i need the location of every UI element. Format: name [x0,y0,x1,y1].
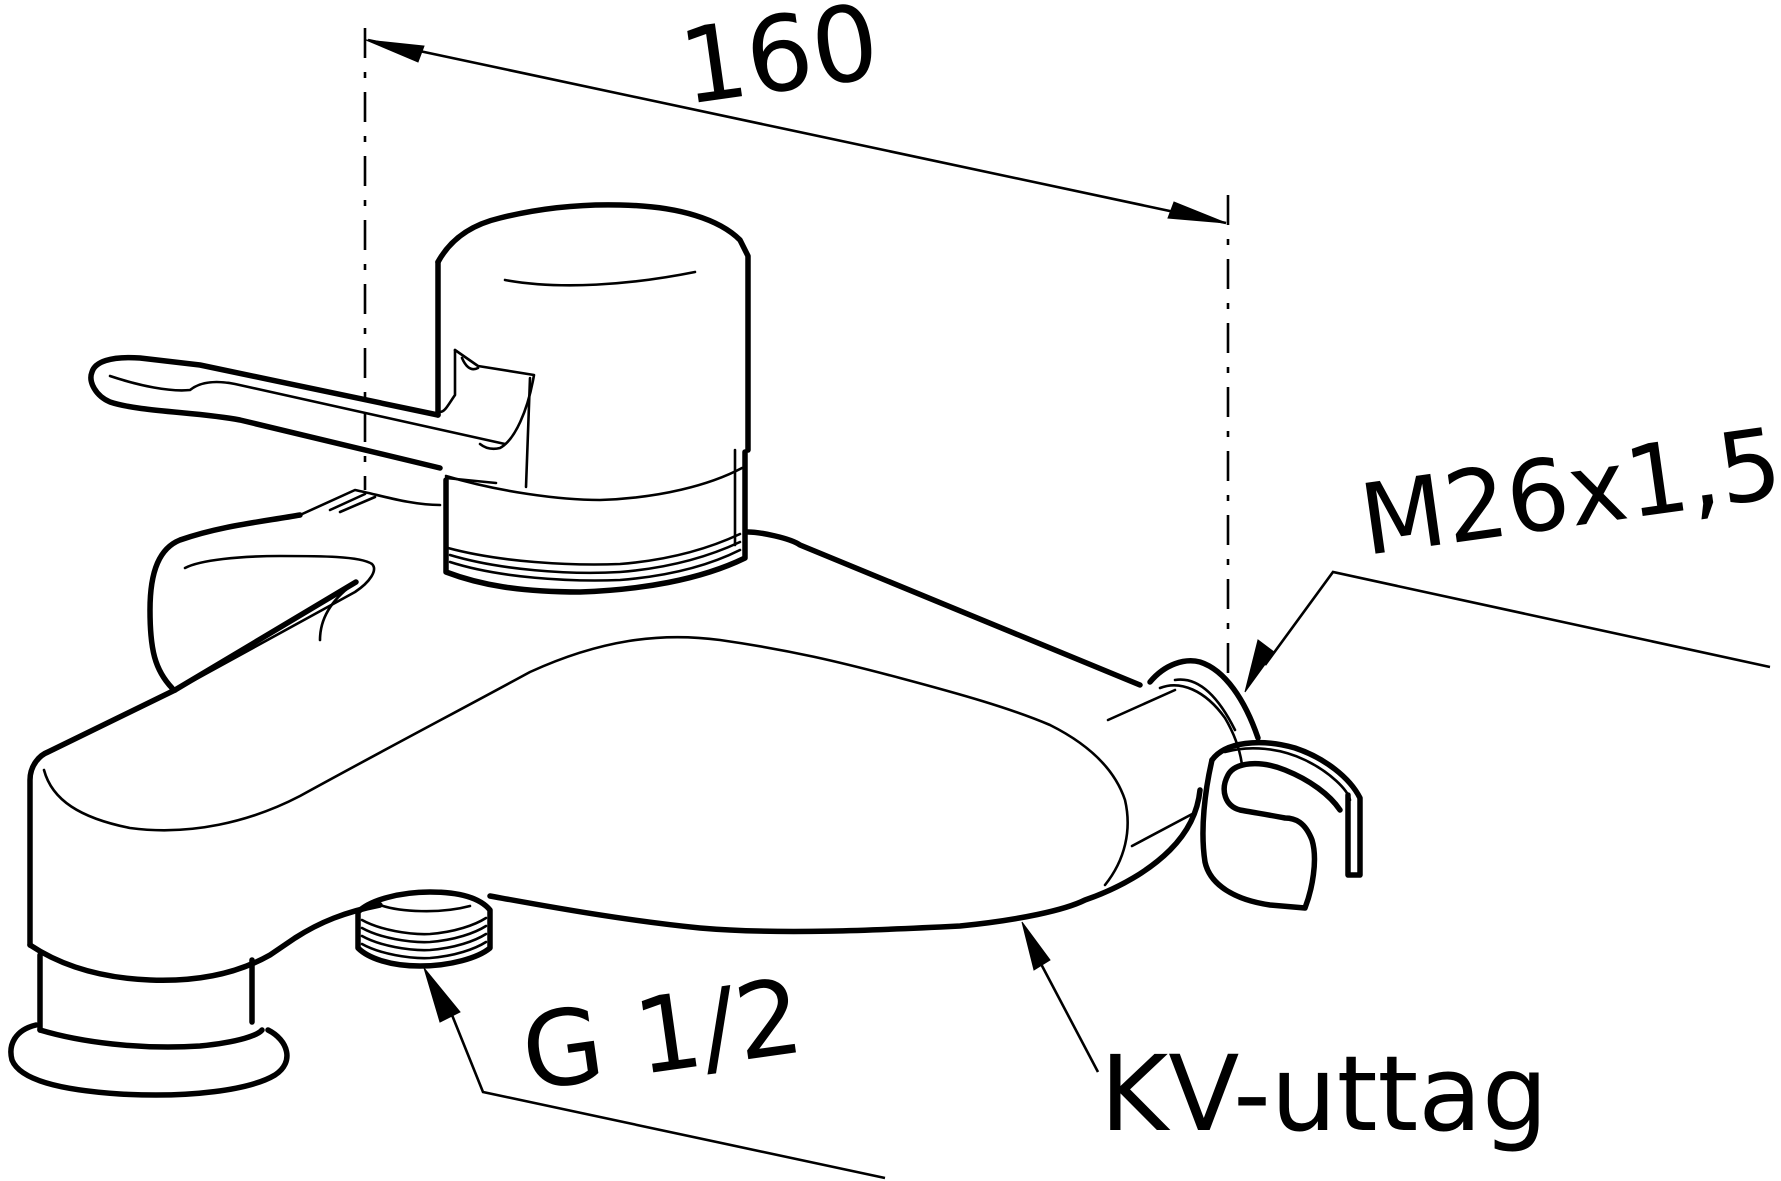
leader-g12 [423,967,886,1180]
dimension-160-label: 160 [673,0,887,129]
inlet-thread [355,889,493,969]
leader-m26 [1244,570,1771,693]
thread-outlet-label: M26x1,5 [1353,407,1781,579]
leader-kv [1021,921,1100,1073]
inlet-thread-label: G 1/2 [515,955,810,1115]
lever-handle [88,348,536,517]
dimension-160 [365,38,1227,225]
faucet-body [8,512,1203,1098]
cold-outlet-label: KV-uttag [1100,1033,1548,1155]
outlet-nipple [1106,658,1363,911]
mixer-cylinder [435,202,751,595]
